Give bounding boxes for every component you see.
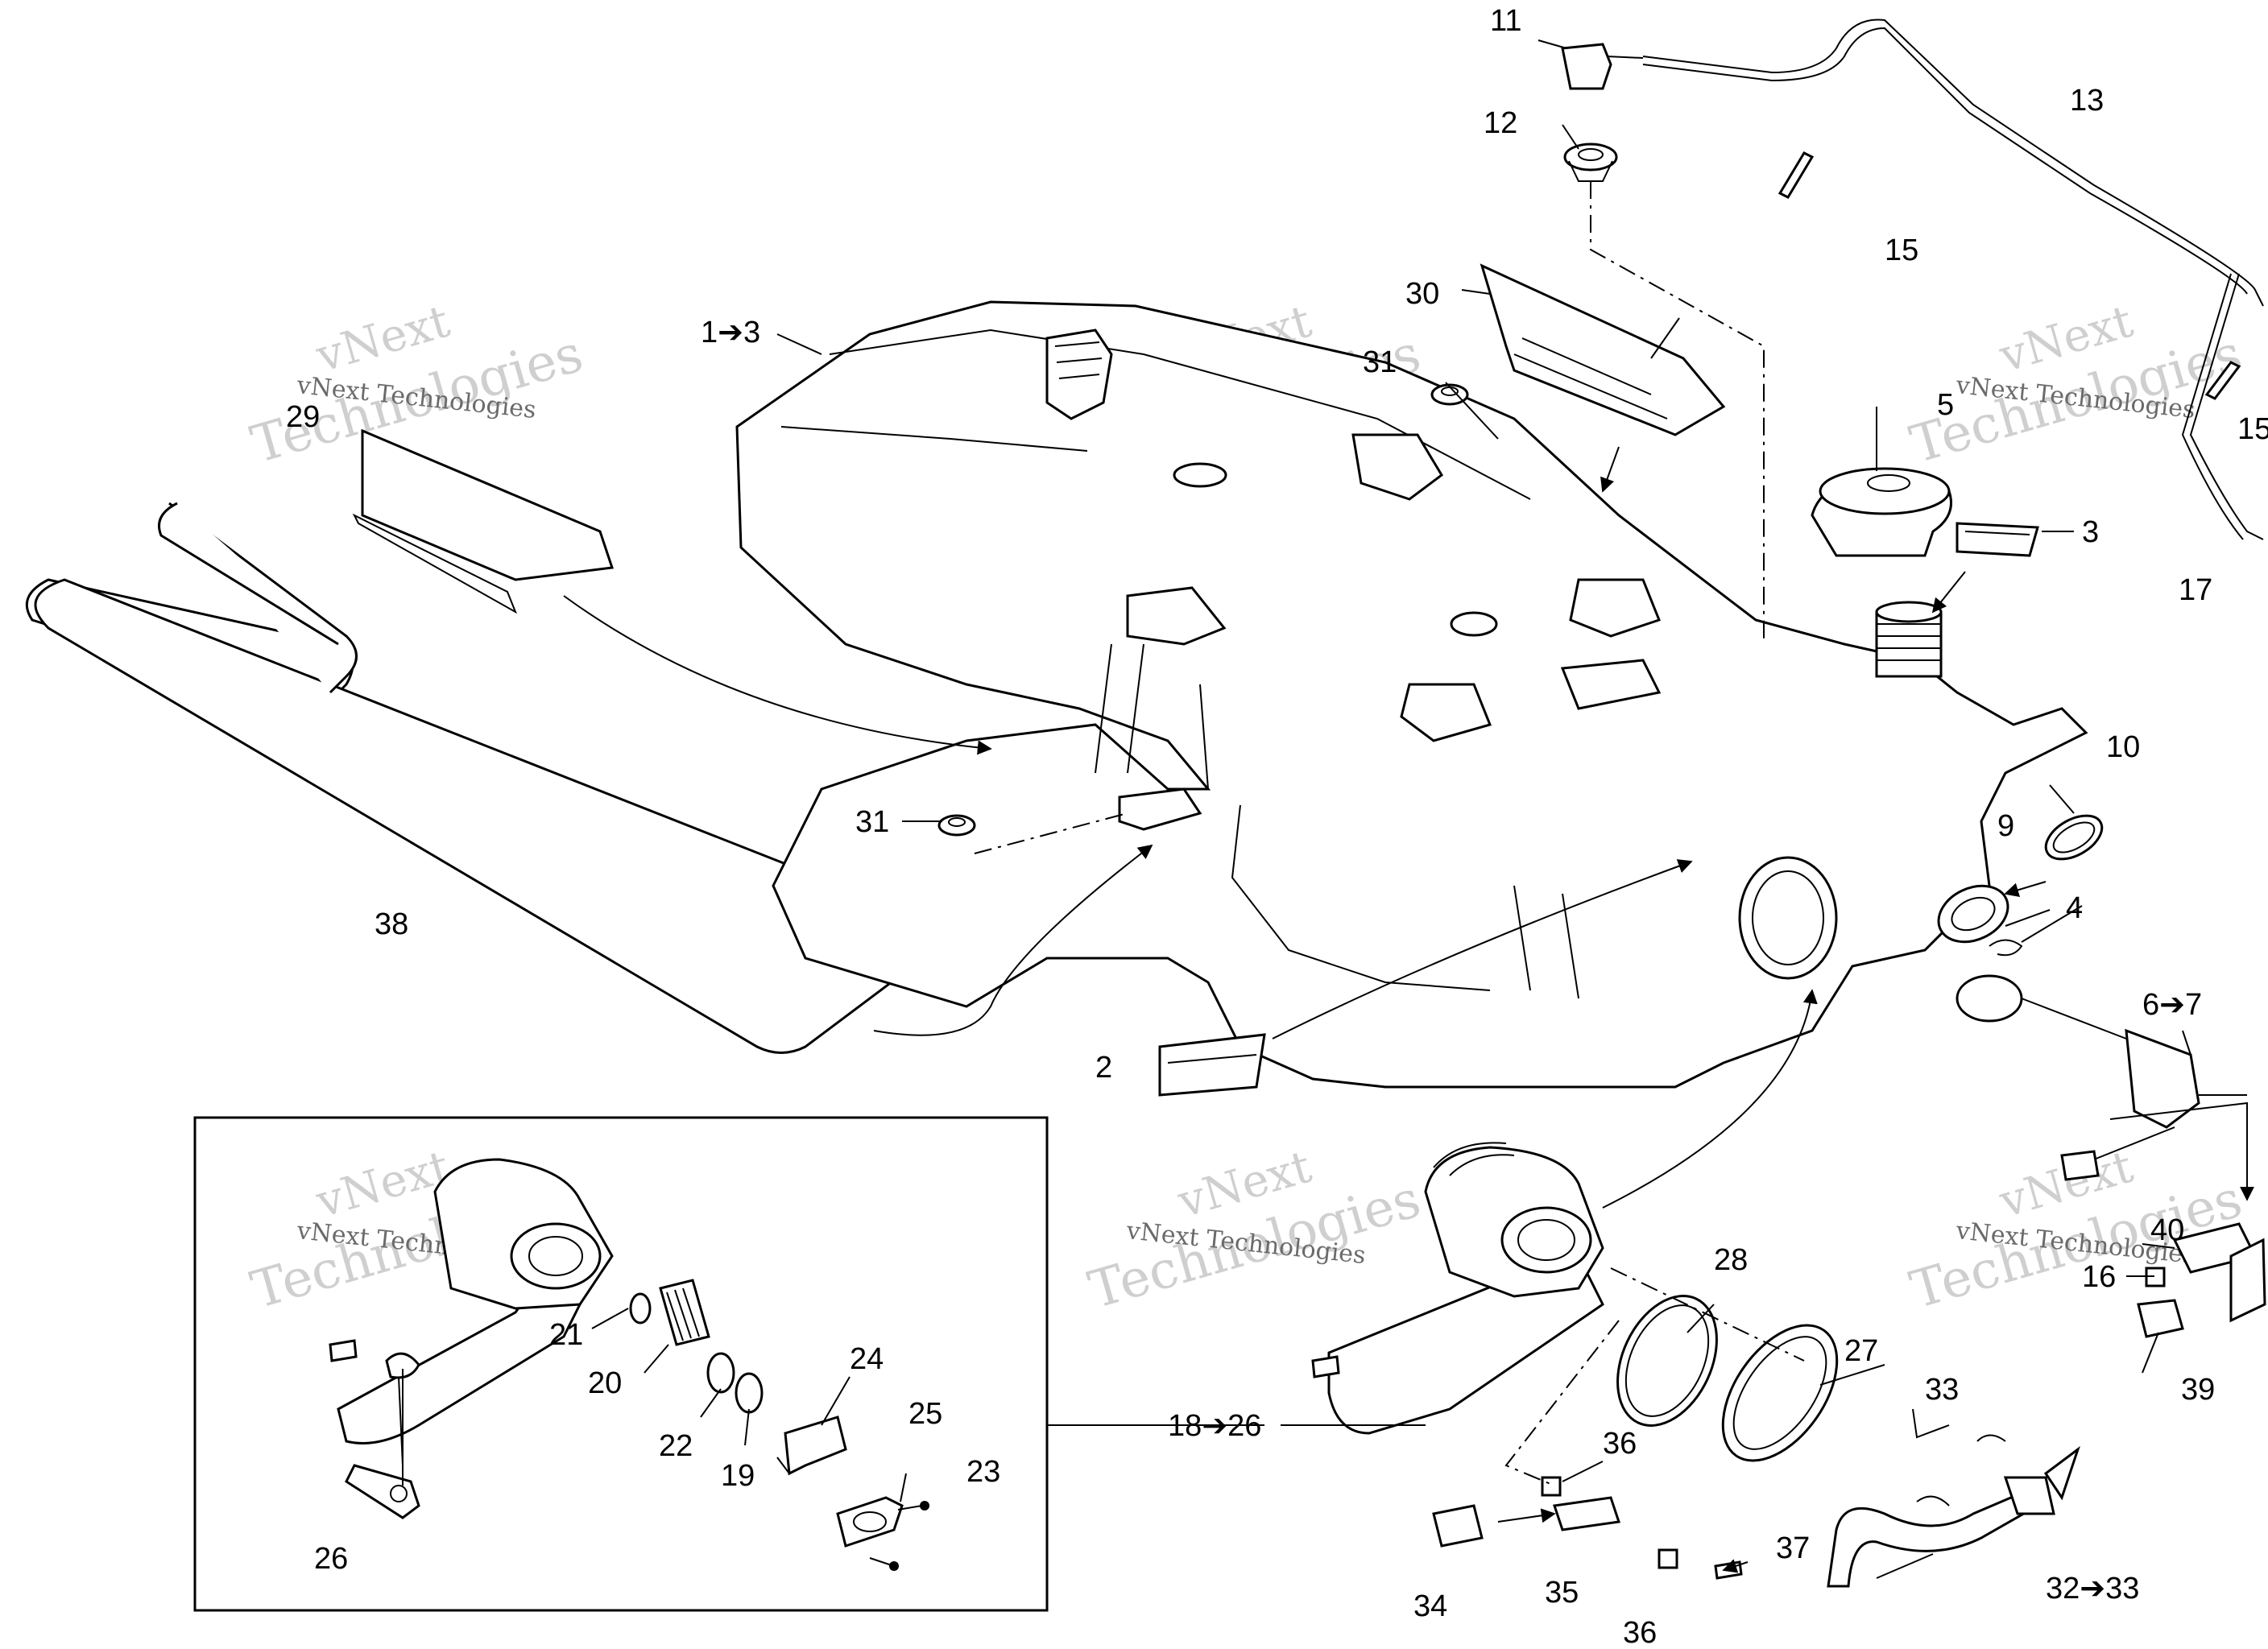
part-37-screw [1714,1560,1743,1580]
part-15-clamp-upper [1778,151,1815,199]
label-20: 20 [588,1366,622,1400]
label-1-3: 1➔3 [701,316,760,349]
label-36a: 36 [1603,1427,1637,1461]
inset-box [193,1116,1049,1612]
part-6-level-sensor [1956,974,2247,1181]
label-34: 34 [1413,1589,1447,1623]
label-31a: 31 [1363,345,1397,379]
label-18-26: 18➔26 [1168,1409,1261,1443]
part-33-clips [1916,1434,2006,1506]
label-21: 21 [549,1318,583,1352]
dash-lines [974,181,1805,1486]
part-27-lock-ring [1721,1324,1839,1462]
label-9: 9 [1997,809,2014,843]
part-9-sender-ring [1937,884,2009,944]
label-22: 22 [659,1429,693,1463]
watermark-top-left: vNext Technologies vNext Technologies [245,295,590,476]
label-33: 33 [1925,1373,1959,1407]
label-15b: 15 [2237,412,2268,446]
label-16: 16 [2082,1260,2116,1294]
label-3: 3 [2082,515,2099,549]
part-4-clip [1989,939,2023,957]
label-29: 29 [286,400,320,434]
label-37: 37 [1776,1531,1810,1565]
part-34-hose-end [1432,1504,1484,1548]
label-4: 4 [2066,891,2083,925]
fuel-pump-assembly [1311,1142,1604,1435]
label-17: 17 [2179,573,2212,607]
label-12: 12 [1484,106,1517,140]
part-28-o-ring [1616,1295,1718,1427]
label-23: 23 [966,1455,1000,1489]
part-40-hose [2172,1222,2266,1323]
watermark-bottom-center: vNext Technologies vNext Technologies [1082,1141,1427,1321]
label-6-7: 6➔7 [2142,988,2202,1022]
label-31b: 31 [855,805,889,839]
label-13: 13 [2070,84,2104,118]
part-36-nut-lower [1658,1548,1678,1569]
part-labels: 1➔3 2 3 4 5 6➔7 9 10 11 12 13 15 15 16 1… [286,4,2268,1649]
label-10: 10 [2106,730,2140,764]
part-10-gasket [2044,814,2104,861]
label-2: 2 [1095,1051,1112,1085]
label-36b: 36 [1623,1616,1657,1649]
label-25: 25 [908,1397,942,1431]
part-32-fuel-hose [1827,1445,2080,1588]
part-39-clip [2137,1299,2184,1338]
part-36-nut-upper [1541,1476,1562,1497]
part-35-connector [1553,1496,1620,1531]
label-28: 28 [1714,1243,1748,1277]
part-38-pad [25,502,920,1054]
label-30: 30 [1405,277,1439,311]
label-40: 40 [2150,1213,2184,1247]
part-13-vent-hose [1642,19,2264,540]
label-5: 5 [1937,388,1954,422]
label-26: 26 [314,1542,348,1576]
part-31-grommet-top [1430,383,1469,406]
leader-lines [398,39,2191,1579]
part-15-clamp-right [2204,361,2241,400]
part-30-shield [1480,263,1726,436]
part-31-grommet-left [937,814,976,837]
part-2-pad [1158,1033,1266,1097]
part-12-seal [1563,143,1618,182]
label-15a: 15 [1885,234,1918,267]
part-5-cap [1811,467,1952,557]
fuel-tank [735,300,2088,1089]
part-29-shield [352,428,615,614]
label-35: 35 [1545,1576,1579,1610]
label-11: 11 [1490,4,1521,38]
label-24: 24 [850,1342,884,1376]
label-19: 19 [721,1459,755,1493]
part-11-vent-valve [1561,43,1644,90]
label-27: 27 [1844,1334,1878,1368]
part-3-pad [1956,522,2039,557]
label-39: 39 [2181,1373,2215,1407]
label-32-33: 32➔33 [2046,1572,2139,1606]
label-38: 38 [375,907,408,941]
arrows [563,446,2254,1573]
